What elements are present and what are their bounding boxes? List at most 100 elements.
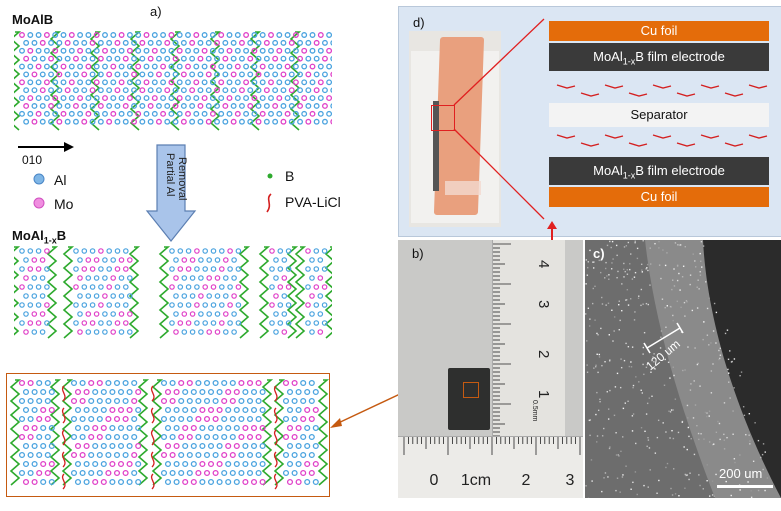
al-atom: [126, 110, 133, 117]
sem-grain: [660, 336, 662, 338]
al-atom: [234, 95, 241, 102]
sem-grain: [601, 435, 604, 437]
pvalicl-legend-label: PVA-LiCl: [285, 194, 341, 210]
al-atom: [126, 388, 133, 396]
al-atom: [110, 32, 117, 38]
sem-grain: [669, 437, 671, 439]
sem-grain: [706, 412, 708, 414]
mo-atom: [100, 478, 107, 486]
sem-grain: [621, 309, 623, 312]
sem-grain: [625, 465, 627, 467]
al-atom: [203, 397, 211, 405]
sem-grain: [615, 432, 617, 434]
mo-atom: [79, 397, 86, 405]
mo-atom: [39, 311, 46, 317]
al-atom: [219, 302, 225, 308]
al-atom: [312, 424, 319, 432]
mo-atom: [305, 71, 312, 78]
al-atom: [164, 118, 171, 125]
mo-atom: [259, 110, 266, 117]
pva-licl-chain: [150, 385, 155, 402]
al-atom: [74, 460, 82, 468]
sem-grain: [611, 240, 614, 243]
sem-grain: [762, 443, 765, 445]
mo-atom: [300, 415, 307, 423]
mo-atom: [102, 95, 108, 102]
al-atom: [68, 63, 75, 70]
mo-atom: [43, 32, 50, 38]
sem-grain: [619, 386, 622, 389]
al-atom: [143, 47, 150, 54]
sem-grain: [608, 278, 610, 280]
b-legend-icon: [267, 173, 273, 179]
al-atom: [173, 460, 180, 468]
arrow-text-line2: Removal: [176, 157, 188, 200]
al-atom: [27, 284, 34, 290]
al-atom: [321, 266, 328, 272]
al-atom: [190, 406, 197, 414]
al-atom: [85, 95, 92, 102]
al-atom: [272, 87, 279, 94]
mo-atom: [330, 71, 332, 78]
mo-atom: [169, 284, 175, 290]
sem-grain: [698, 438, 700, 441]
sem-grain: [712, 443, 714, 446]
mo-atom: [89, 87, 96, 94]
direction-arrow: [18, 142, 74, 152]
sem-grain: [699, 484, 701, 487]
al-atom: [313, 71, 320, 78]
al-atom: [229, 379, 236, 387]
al-legend-icon: [33, 173, 45, 185]
al-atom: [35, 47, 42, 54]
sem-grain: [592, 267, 595, 269]
al-atom: [189, 118, 196, 125]
al-atom: [22, 406, 30, 414]
al-atom: [317, 311, 324, 317]
al-atom: [27, 451, 34, 459]
al-atom: [214, 55, 220, 62]
al-atom: [48, 388, 55, 396]
al-atom: [190, 442, 197, 450]
sem-grain: [710, 392, 713, 394]
al-atom: [85, 32, 92, 38]
al-atom: [122, 397, 129, 405]
mo-atom: [326, 47, 332, 54]
al-atom: [92, 460, 99, 468]
al-atom: [113, 433, 121, 441]
al-atom: [212, 397, 219, 405]
sem-grain: [608, 274, 610, 276]
al-atom: [313, 55, 320, 62]
sem-grain: [672, 366, 675, 368]
mo-atom: [39, 87, 46, 94]
al-atom: [269, 266, 275, 272]
sem-grain: [672, 319, 674, 322]
sem-grain: [729, 397, 731, 399]
sem-grain: [708, 344, 710, 346]
sem-grain: [667, 361, 670, 364]
mo-atom: [309, 110, 316, 117]
al-atom: [330, 40, 332, 46]
al-atom: [212, 433, 219, 441]
al-atom: [235, 266, 242, 272]
mo-atom: [301, 95, 308, 102]
al-atom: [70, 415, 78, 423]
al-atom: [73, 248, 79, 254]
al-atom: [93, 63, 100, 70]
al-atom: [292, 95, 299, 102]
al-atom: [56, 103, 63, 109]
mo-atom: [284, 110, 291, 117]
pva-licl-chain: [748, 84, 768, 89]
mo-atom: [155, 118, 162, 125]
mo-atom: [36, 415, 43, 423]
mo-atom: [23, 55, 30, 62]
al-atom: [255, 469, 262, 477]
mo-atom: [309, 63, 316, 70]
mo-atom: [218, 79, 225, 86]
sem-grain: [631, 430, 634, 432]
al-atom: [277, 248, 284, 254]
al-atom: [68, 110, 75, 117]
al-atom: [23, 71, 30, 78]
sem-grain: [587, 266, 589, 269]
al-atom: [131, 103, 137, 109]
sem-grain: [629, 298, 632, 300]
